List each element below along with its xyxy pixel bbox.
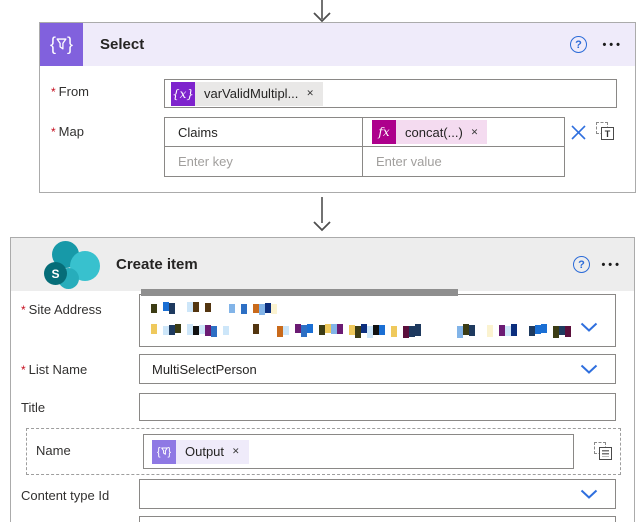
- site-address-combobox[interactable]: [139, 294, 616, 347]
- select-card-title: Select: [100, 36, 145, 53]
- create-item-card: S Create item ? ••• *Site Address *List …: [10, 237, 635, 522]
- sharepoint-icon: S: [43, 240, 101, 290]
- redacted-site-name: [151, 302, 291, 316]
- chevron-down-icon[interactable]: [580, 322, 598, 333]
- map-key-placeholder-cell[interactable]: Enter key: [165, 147, 363, 176]
- from-label: *From: [51, 84, 90, 99]
- sharepoint-s-badge: S: [44, 262, 67, 285]
- content-type-combobox[interactable]: [139, 479, 616, 509]
- funnel-icon: [56, 38, 67, 50]
- name-input[interactable]: { } Output ✕: [143, 434, 574, 469]
- required-marker: *: [51, 85, 56, 99]
- from-input[interactable]: {x} varValidMultipl... ✕: [164, 79, 617, 108]
- output-token-text: Output: [185, 444, 225, 459]
- content-type-label: Content type Id: [21, 488, 110, 503]
- token-remove-icon[interactable]: ✕: [470, 126, 479, 137]
- title-label: Title: [21, 400, 46, 415]
- variable-token-icon: {x}: [171, 81, 195, 106]
- title-input[interactable]: [139, 393, 616, 421]
- next-field-input-partial[interactable]: [139, 516, 616, 522]
- fx-icon: fx: [372, 120, 396, 144]
- required-marker: *: [21, 303, 26, 317]
- help-icon[interactable]: ?: [573, 256, 590, 273]
- select-action-icon: { }: [40, 23, 83, 66]
- list-name-value: MultiSelectPerson: [152, 361, 257, 377]
- map-key-cell[interactable]: Claims: [165, 118, 363, 147]
- redaction-bar: [141, 289, 458, 296]
- list-name-combobox[interactable]: MultiSelectPerson: [139, 354, 616, 384]
- more-menu-icon[interactable]: •••: [602, 39, 623, 51]
- create-item-card-title: Create item: [116, 256, 198, 273]
- connector-arrow-icon: [313, 197, 331, 232]
- output-token-icon: { }: [152, 439, 176, 464]
- variable-token[interactable]: {x} varValidMultipl... ✕: [171, 81, 323, 106]
- help-icon[interactable]: ?: [570, 36, 587, 53]
- chevron-down-icon[interactable]: [580, 364, 598, 375]
- redacted-site-url: [151, 324, 571, 338]
- token-remove-icon[interactable]: ✕: [232, 446, 240, 456]
- required-marker: *: [51, 125, 56, 139]
- delete-map-row-icon[interactable]: [570, 124, 588, 142]
- list-name-label: *List Name: [21, 362, 88, 377]
- output-token[interactable]: { } Output ✕: [152, 439, 249, 464]
- map-table: Claims fx concat(...) ✕ Enter key Enter …: [164, 117, 565, 177]
- variable-token-text: varValidMultipl...: [204, 86, 299, 101]
- chevron-down-icon[interactable]: [580, 489, 598, 500]
- expression-token-text: concat(...): [405, 124, 463, 140]
- create-item-card-header[interactable]: S Create item: [11, 238, 634, 291]
- map-value-cell[interactable]: fx concat(...) ✕: [363, 118, 564, 147]
- token-remove-icon[interactable]: ✕: [306, 88, 314, 98]
- expression-token[interactable]: fx concat(...) ✕: [372, 120, 488, 144]
- map-value-placeholder-cell[interactable]: Enter value: [376, 154, 442, 169]
- map-label: *Map: [51, 124, 84, 139]
- select-card-header[interactable]: { } Select: [40, 23, 635, 66]
- text-mode-toggle-icon[interactable]: T: [596, 122, 615, 141]
- more-menu-icon[interactable]: •••: [601, 259, 622, 271]
- name-label: Name: [36, 443, 71, 458]
- funnel-icon: [160, 447, 168, 455]
- required-marker: *: [21, 363, 26, 377]
- connector-arrow-icon: [313, 0, 331, 23]
- site-address-label: *Site Address: [21, 302, 102, 317]
- select-action-card: { } Select ? ••• *From {x} varVa: [39, 22, 636, 193]
- array-mode-toggle-icon[interactable]: [594, 442, 613, 461]
